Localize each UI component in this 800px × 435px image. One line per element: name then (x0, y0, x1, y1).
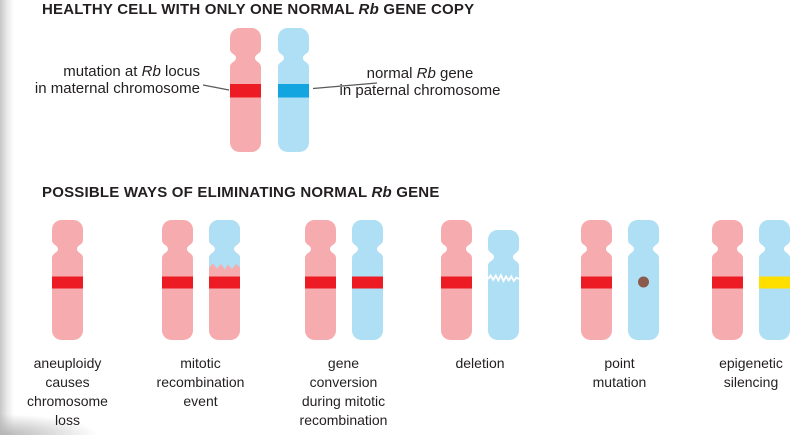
page-edge-shadow-left (0, 0, 14, 435)
callout-line2: in maternal chromosome (34, 80, 200, 97)
mechanism-label-line: aneuploidy (33, 355, 102, 371)
paternal-normal-callout: normal Rb gene in paternal chromosome (332, 65, 508, 99)
title-text-pre: HEALTHY CELL WITH ONLY ONE NORMAL (42, 1, 359, 18)
mechanism-label-aneuploidy: aneuploidy causes chromosome loss (0, 354, 163, 430)
mechanism-label-line: epigenetic (719, 355, 783, 371)
chromosome-recombinant (208, 220, 240, 340)
mechanism-label-epigenetic-silencing: epigenetic silencing (656, 354, 800, 392)
mechanism-label-line: point (604, 355, 635, 371)
rb-gene-symbol: Rb (371, 184, 392, 201)
callout-text: gene (435, 65, 474, 82)
silenced-band (759, 276, 790, 289)
point-mutation-dot-icon (637, 276, 649, 288)
mechanism-label-line: mutation (592, 374, 647, 390)
callout-line1: mutation at Rb locus (0, 63, 200, 80)
mechanism-label-line: during mitotic (301, 393, 386, 409)
mutant-band (208, 276, 240, 289)
chromosome-gene-conversion-maternal (304, 220, 336, 340)
callout-line2: in paternal chromosome (339, 82, 501, 99)
maternal-mutation-callout: mutation at Rb locus in maternal chromos… (0, 63, 200, 97)
normal-band (278, 84, 309, 98)
chromosome-deletion (488, 230, 519, 340)
mutant-band (161, 276, 193, 289)
mutant-band (441, 276, 472, 289)
mechanism-label-line: mitotic (180, 355, 221, 371)
mechanism-label-mitotic-recombination: mitotic recombination event (106, 354, 296, 411)
chromosome-point-mutation (627, 220, 659, 340)
title-text-pre: POSSIBLE WAYS OF ELIMINATING NORMAL (42, 184, 372, 201)
chromosome-body (488, 230, 519, 340)
mechanism-label-line: recombination (156, 374, 245, 390)
mechanism-label-line: silencing (723, 374, 779, 390)
mutant-band (351, 276, 383, 289)
chromosome-aneuploidy-maternal (52, 220, 83, 340)
recombined-paternal-segment (208, 220, 240, 270)
chromosome-epigenetic-silencing-maternal (712, 220, 743, 340)
mechanism-label-point-mutation: point mutation (525, 354, 715, 392)
rb-gene-symbol: Rb (416, 65, 436, 82)
mechanism-label-line: loss (55, 412, 80, 428)
deletion-break-icon (488, 272, 519, 283)
chromosome-gene-conversion (351, 220, 383, 340)
rb-gene-symbol: Rb (358, 1, 379, 18)
page-edge-shadow-corner (0, 407, 130, 435)
mutant-band (52, 276, 83, 289)
mutant-band (712, 276, 743, 289)
mechanism-label-gene-conversion: gene conversion during mitotic recombinatio… (249, 354, 439, 430)
mechanism-label-line: gene (327, 355, 360, 371)
mechanism-label-line: event (183, 393, 218, 409)
chromosome-epigenetic-silencing (759, 220, 790, 340)
chromosome-point-mutation-maternal (580, 220, 612, 340)
chromosome-maternal-mutated (230, 28, 261, 152)
mechanism-label-line: causes (45, 374, 90, 390)
callout-line1: normal Rb gene (332, 65, 508, 82)
mechanism-label-line: recombination (299, 412, 388, 428)
mutant-band (230, 84, 261, 98)
chromosome-paternal-normal (278, 28, 309, 152)
callout-text: normal (366, 65, 417, 82)
rb-gene-symbol: Rb (141, 63, 161, 80)
chromosome-mitotic-recombination-maternal (161, 220, 193, 340)
maternal-pointer-line-icon (202, 84, 230, 91)
mutant-band (304, 276, 336, 289)
callout-text: mutation at (63, 63, 142, 80)
mechanism-label-line: conversion (309, 374, 378, 390)
title-text-post: GENE (391, 184, 440, 201)
healthy-cell-section-title: HEALTHY CELL WITH ONLY ONE NORMAL Rb GEN… (42, 1, 474, 18)
mechanism-label-line: deletion (455, 355, 505, 371)
chromosome-deletion-maternal (441, 220, 472, 340)
title-text-post: GENE COPY (378, 1, 475, 18)
mutant-band (580, 276, 612, 289)
mechanism-label-line: chromosome (27, 393, 108, 409)
elimination-section-title: POSSIBLE WAYS OF ELIMINATING NORMAL Rb G… (42, 184, 440, 201)
mechanism-label-deletion: deletion (385, 354, 575, 373)
callout-text: locus (160, 63, 200, 80)
